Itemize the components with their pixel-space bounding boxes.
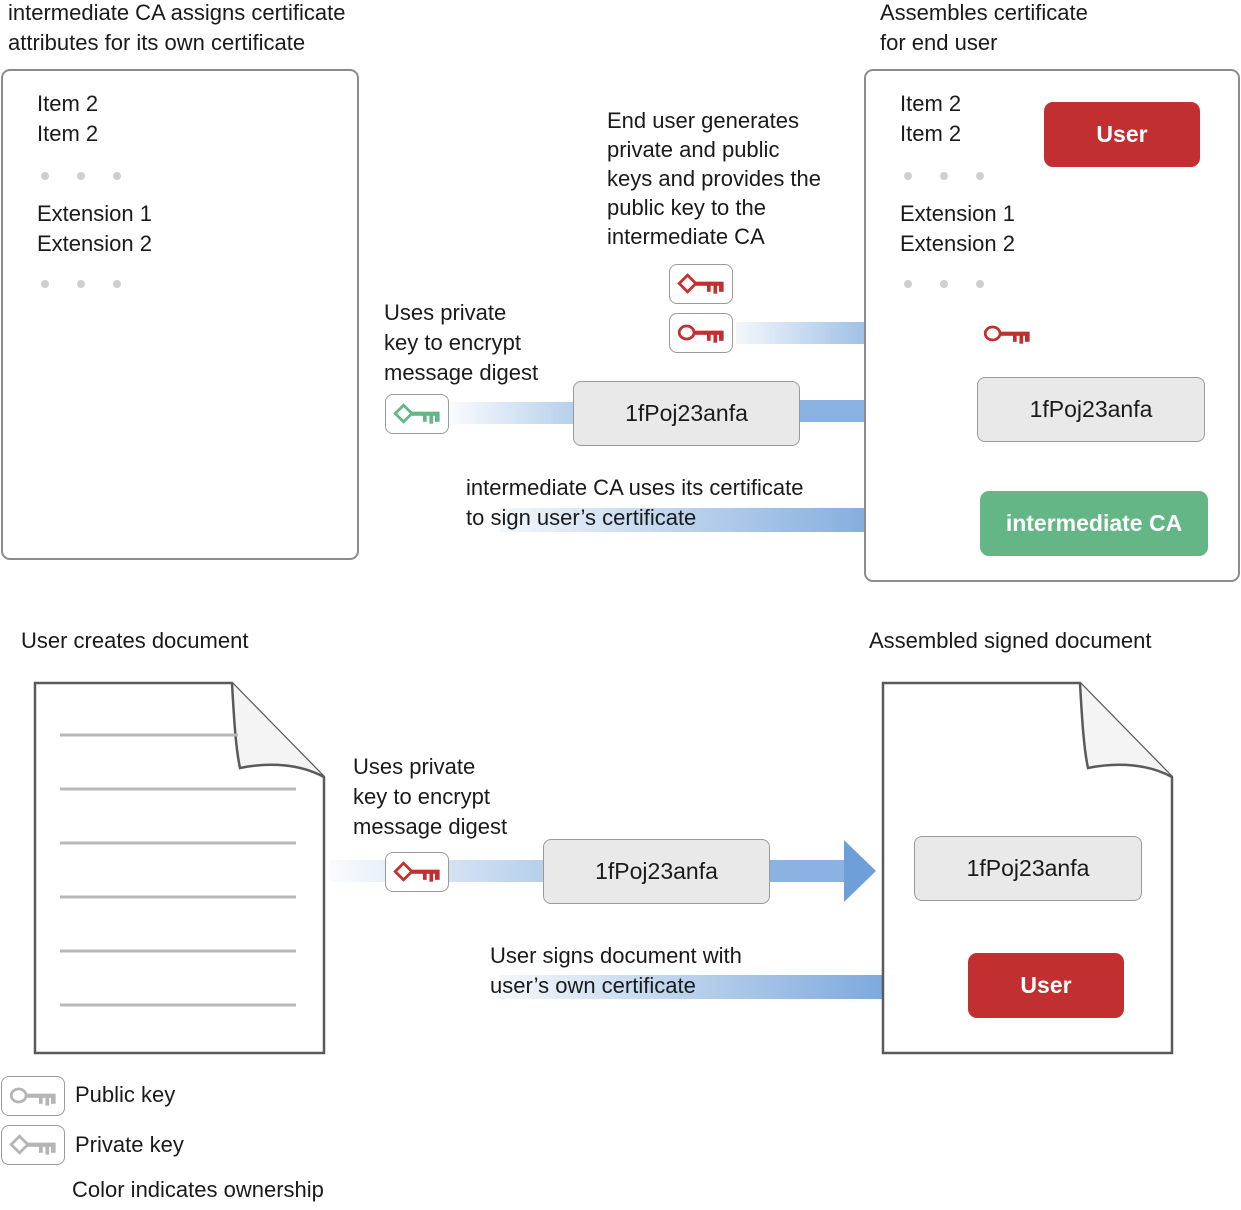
note-line: intermediate CA <box>607 224 765 249</box>
note-line: to sign user’s certificate <box>466 505 697 530</box>
note-line: Uses private <box>384 300 507 325</box>
user-owner-badge: User <box>1044 102 1200 167</box>
note-line: Uses private <box>353 754 476 779</box>
cert-extension: Extension 2 <box>37 231 152 256</box>
certificate-public-key-icon <box>976 315 1037 352</box>
legend-private-key-icon <box>1 1125 65 1165</box>
caption-line: for end user <box>880 30 998 55</box>
note-line: message digest <box>384 360 539 385</box>
intermediate-ca-caption: intermediate CA assigns certificate attr… <box>8 0 346 58</box>
legend-public-key-icon <box>1 1076 65 1116</box>
ellipsis-dots <box>41 172 121 180</box>
user-private-key-icon <box>669 264 733 304</box>
note-line: key to encrypt <box>353 784 490 809</box>
note-line: public key to the <box>607 195 766 220</box>
ca-encrypt-note: Uses private key to encrypt message dige… <box>384 298 538 388</box>
cert-item: Item 2 <box>37 91 99 116</box>
legend-private-key-label: Private key <box>75 1132 184 1157</box>
note-line: key to encrypt <box>384 330 521 355</box>
note-line: keys and provides the <box>607 166 822 191</box>
cert-extensions: Extension 1 Extension 2 <box>900 199 1015 259</box>
user-encrypt-note: Uses private key to encrypt message dige… <box>353 752 507 842</box>
caption-line: attributes for its own certificate <box>8 30 306 55</box>
signed-certificate-digest-box: 1fPoj23anfa <box>977 377 1205 442</box>
user-sign-note: User signs document with user’s own cert… <box>490 941 742 1001</box>
assembled-document-caption: Assembled signed document <box>869 628 1152 653</box>
cert-extension: Extension 1 <box>37 201 152 226</box>
caption-line: Assembles certificate <box>880 0 1088 25</box>
cert-items: Item 2 Item 2 <box>900 89 961 149</box>
user-private-key-icon <box>385 852 449 892</box>
keygen-note: End user generates private and public ke… <box>607 106 821 251</box>
note-line: intermediate CA uses its certificate <box>466 475 804 500</box>
legend-public-key-label: Public key <box>75 1082 176 1107</box>
caption-line: intermediate CA assigns certificate <box>8 0 346 25</box>
cert-items: Item 2 Item 2 <box>37 89 98 149</box>
cert-item: Item 2 <box>900 121 962 146</box>
cert-extension: Extension 2 <box>900 231 1015 256</box>
cert-extension: Extension 1 <box>900 201 1015 226</box>
digest-arrow-tail <box>450 402 574 424</box>
note-line: message digest <box>353 814 508 839</box>
note-line: End user generates <box>607 108 800 133</box>
user-public-key-icon <box>669 313 733 353</box>
ca-sign-note: intermediate CA uses its certificate to … <box>466 473 803 533</box>
note-line: User signs document with <box>490 943 742 968</box>
ellipsis-dots <box>904 280 984 288</box>
cert-item: Item 2 <box>37 121 99 146</box>
user-creates-document-caption: User creates document <box>21 628 249 653</box>
doc-digest-arrow <box>770 840 876 902</box>
note-line: user’s own certificate <box>490 973 696 998</box>
cert-extensions: Extension 1 Extension 2 <box>37 199 152 259</box>
source-document-icon <box>33 681 326 1055</box>
signed-document-digest-box: 1fPoj23anfa <box>914 836 1142 901</box>
intermediate-ca-certificate-panel: Item 2 Item 2 Extension 1 Extension 2 <box>1 69 359 560</box>
ca-private-key-icon <box>385 394 449 434</box>
cert-item: Item 2 <box>900 91 962 116</box>
ellipsis-dots <box>41 280 121 288</box>
legend-ownership-note: Color indicates ownership <box>72 1177 324 1202</box>
user-certificate-badge: User <box>968 953 1124 1018</box>
ellipsis-dots <box>904 172 984 180</box>
note-line: private and public <box>607 137 780 162</box>
intermediate-ca-badge: intermediate CA <box>980 491 1208 556</box>
certificate-digest-box: 1fPoj23anfa <box>573 381 800 446</box>
document-digest-box: 1fPoj23anfa <box>543 839 770 904</box>
end-user-caption: Assembles certificate for end user <box>880 0 1088 58</box>
